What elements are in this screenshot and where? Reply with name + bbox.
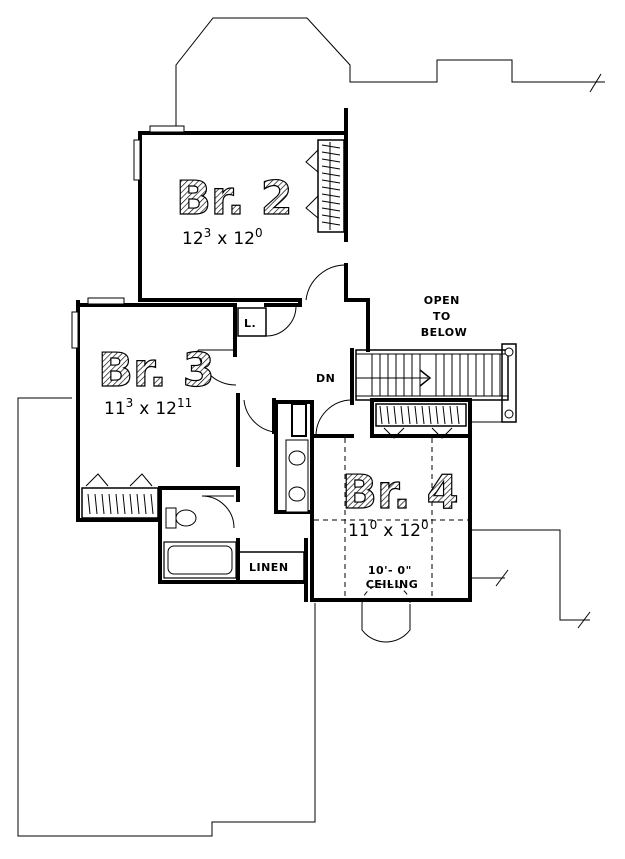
- lower-floor-outline: [17, 17, 605, 837]
- window: [71, 311, 79, 349]
- closet-hangers: [379, 405, 460, 425]
- linen-label: LINEN: [249, 561, 289, 574]
- window: [133, 139, 141, 181]
- room-name-br3: Br. 3: [98, 343, 215, 397]
- closet-hangers: [87, 493, 154, 515]
- stair-down-label: DN: [316, 372, 335, 385]
- bath-walls: [158, 486, 308, 602]
- bedroom-2-walls: [133, 108, 348, 302]
- stair: [350, 343, 517, 423]
- ceiling-label: 10'- 0" CEILING: [366, 564, 419, 591]
- room-name-br4: Br. 4: [342, 465, 459, 519]
- laundry-label: L.: [244, 317, 256, 330]
- window: [87, 297, 125, 305]
- bedroom-4-walls: [310, 398, 472, 643]
- closet-hangers: [321, 144, 341, 226]
- room-name-br2: Br. 2: [176, 171, 293, 225]
- toilet: [165, 507, 197, 529]
- vanity: [274, 400, 314, 514]
- bedroom-3-walls: [71, 297, 240, 522]
- window: [149, 125, 185, 133]
- open-to-below-label: OPEN TO BELOW: [421, 294, 468, 339]
